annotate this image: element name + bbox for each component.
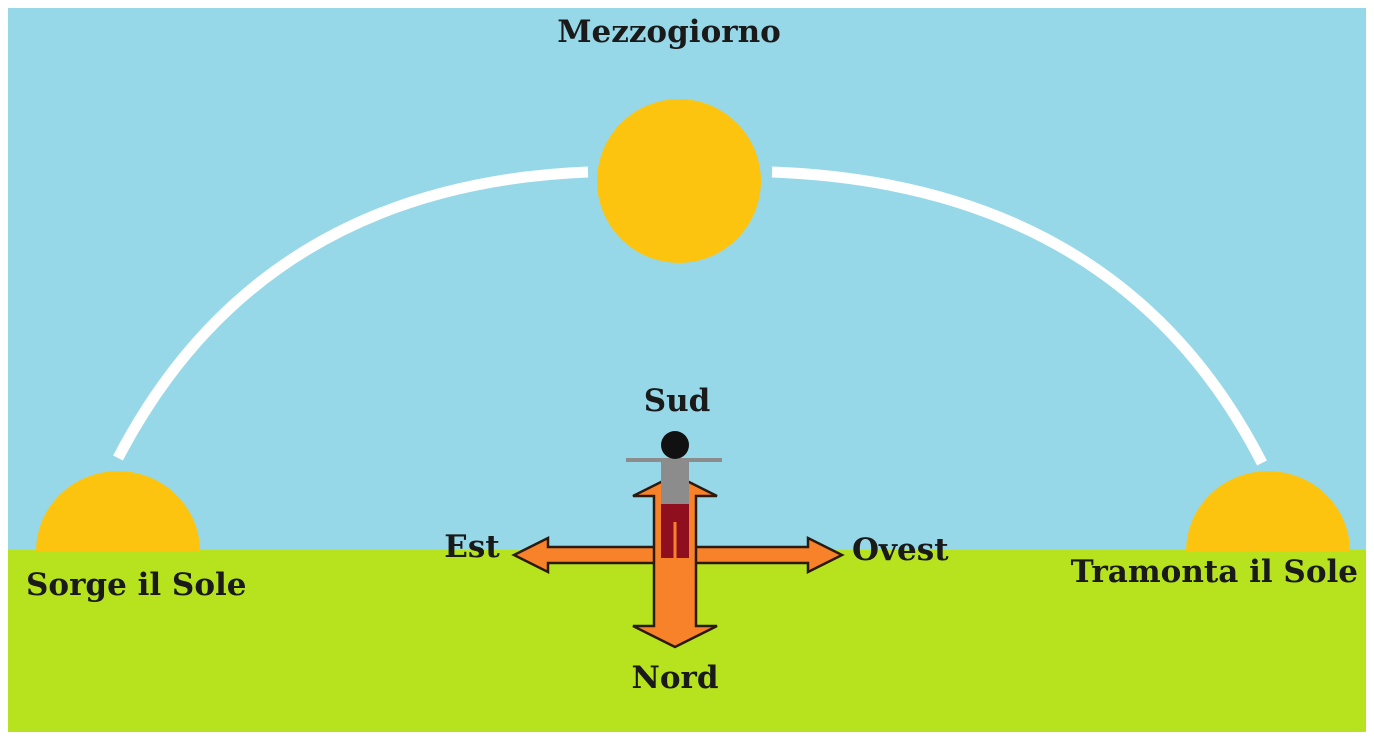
sunset-label: Tramonta il Sole	[1071, 554, 1358, 590]
sun-path-arc-right	[771, 166, 1267, 466]
north-south-arrow	[632, 473, 718, 649]
sunrise-label: Sorge il Sole	[26, 567, 247, 603]
noon-sun-icon	[597, 99, 761, 263]
person-icon	[626, 431, 722, 558]
setting-sun-icon	[1186, 471, 1350, 551]
south-label: Sud	[644, 383, 711, 419]
west-label: Ovest	[852, 532, 949, 568]
rising-sun-icon	[36, 471, 200, 551]
noon-label: Mezzogiorno	[557, 14, 781, 50]
east-label: Est	[444, 529, 500, 565]
sun-path-arc-left	[113, 166, 589, 461]
person-head	[661, 431, 689, 459]
person-shirt	[661, 458, 689, 504]
north-label: Nord	[631, 660, 718, 696]
